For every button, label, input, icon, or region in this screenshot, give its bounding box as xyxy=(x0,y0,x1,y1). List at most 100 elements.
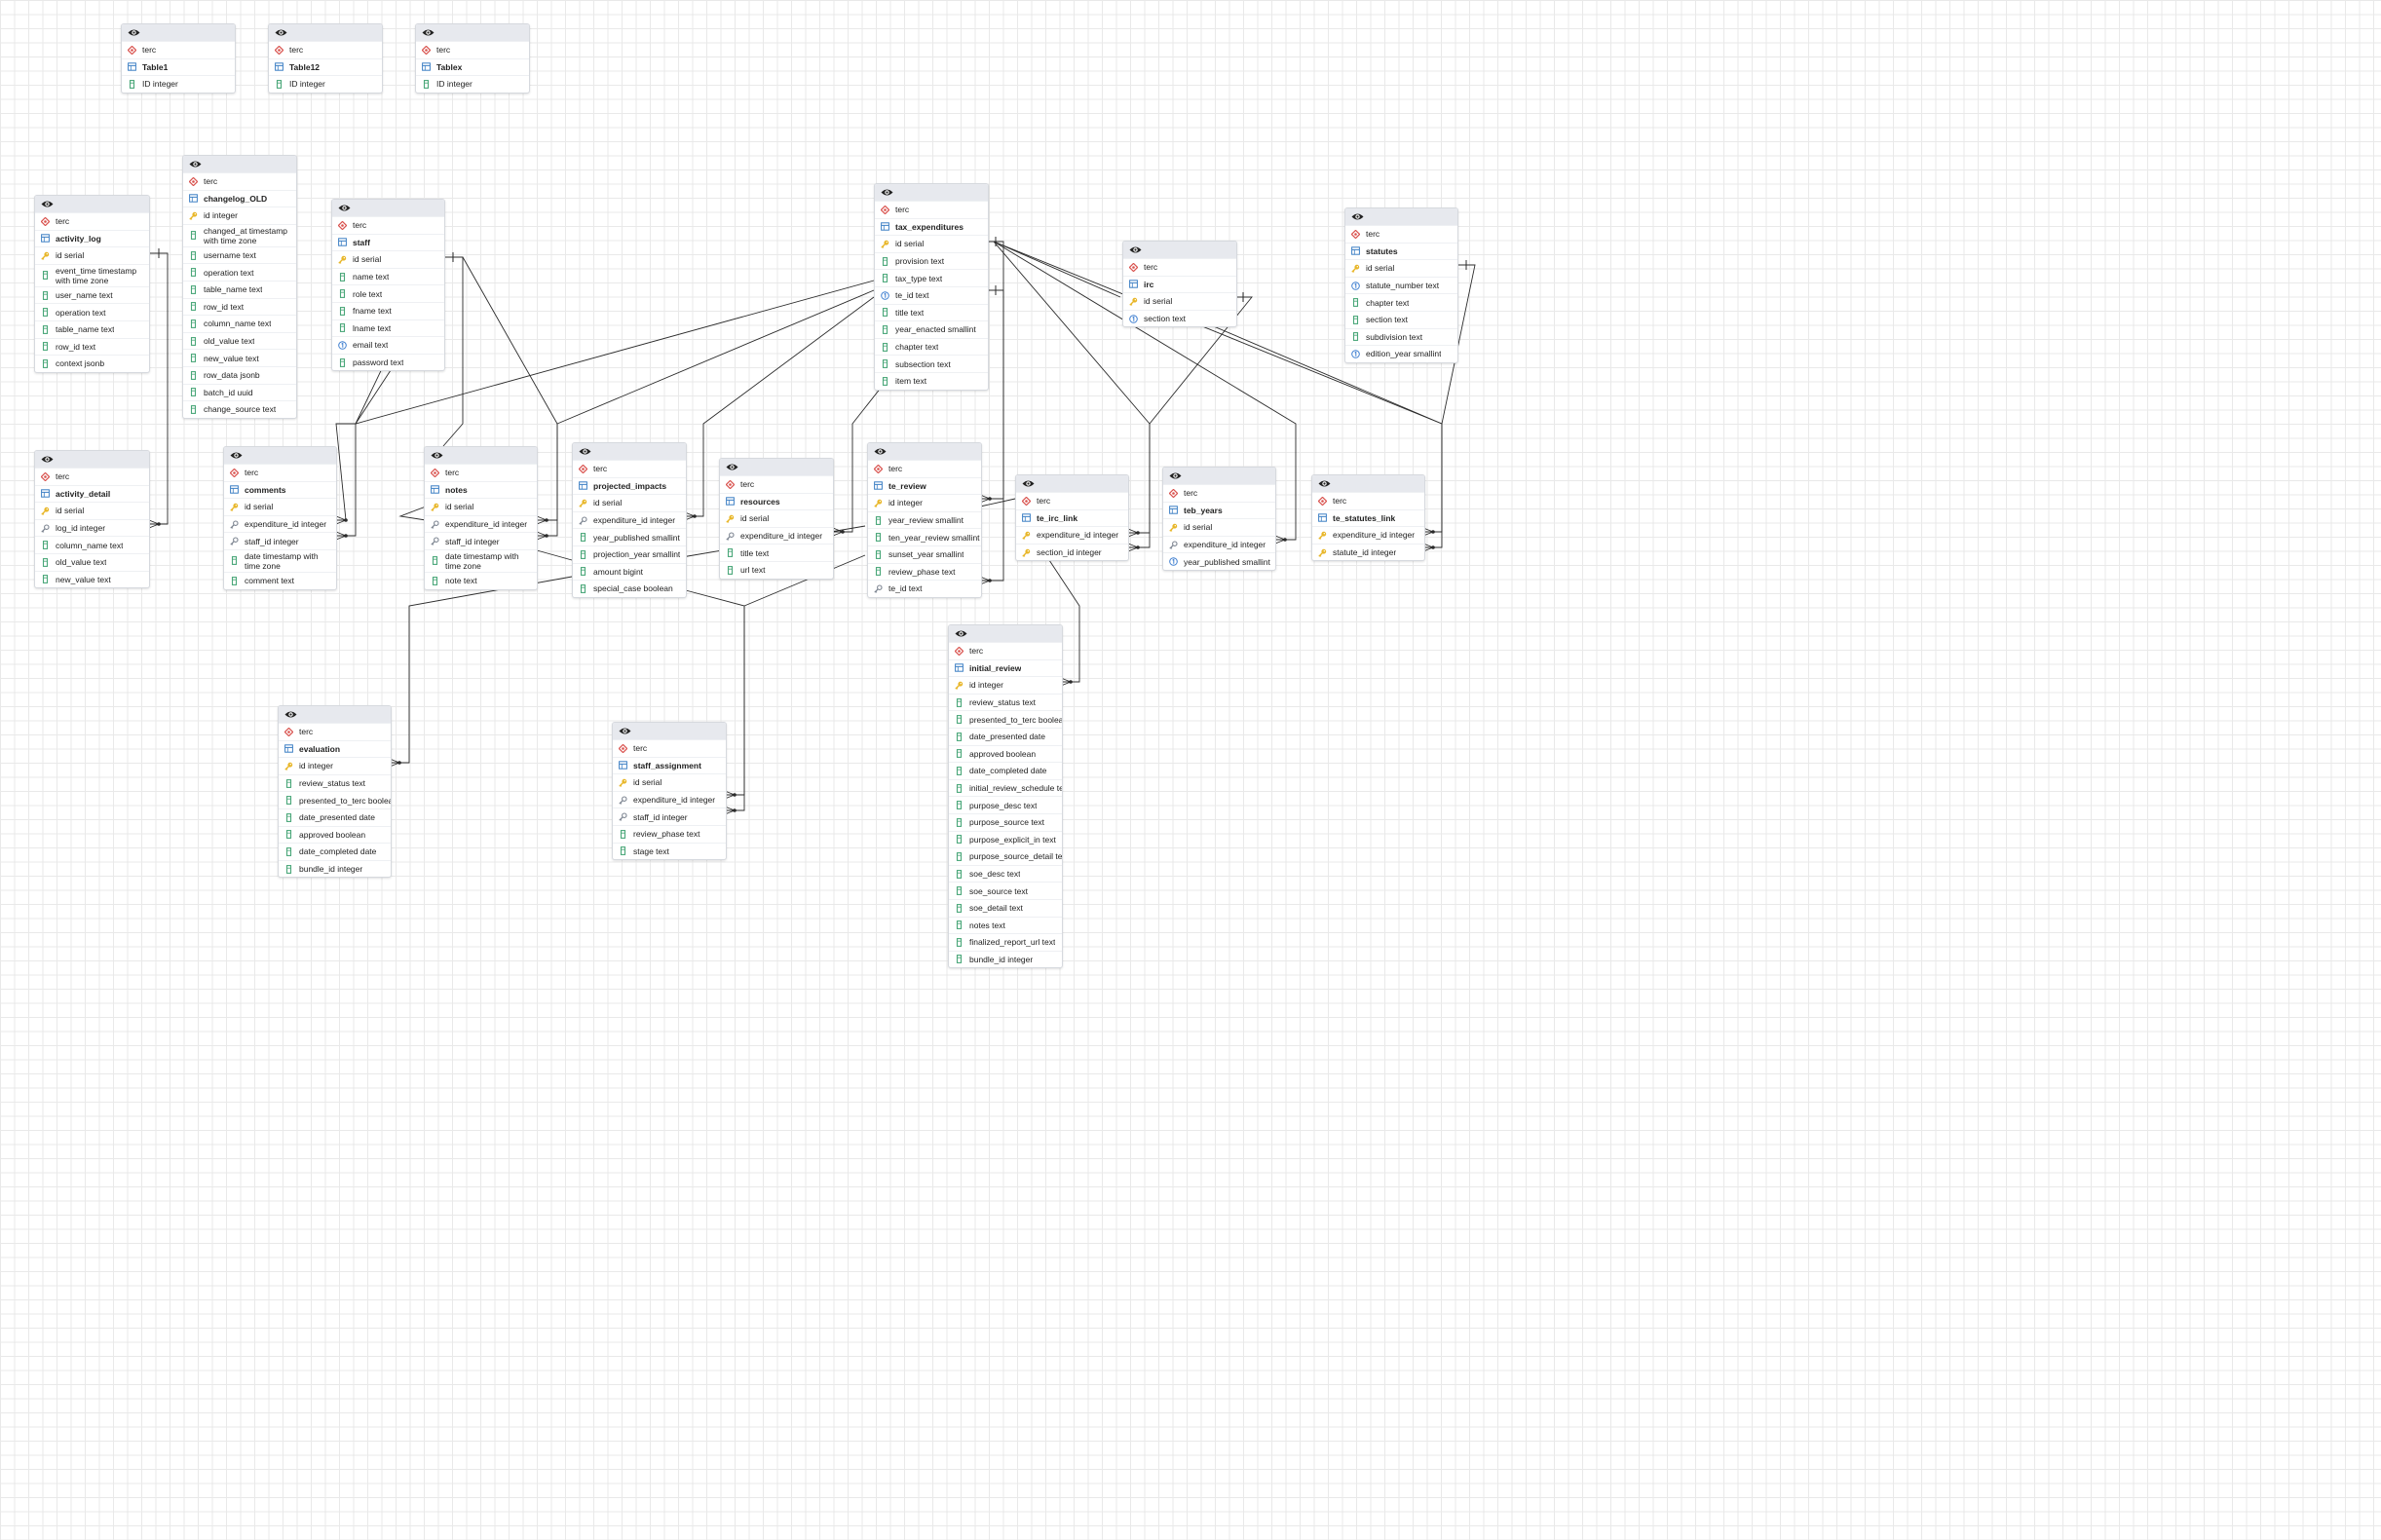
table-name-row[interactable]: comments xyxy=(224,480,336,499)
column-row[interactable]: year_published smallint xyxy=(573,528,686,545)
column-row[interactable]: table_name text xyxy=(35,319,149,338)
column-row[interactable]: staff_id integer xyxy=(613,808,726,825)
column-row[interactable]: purpose_desc text xyxy=(949,796,1062,813)
column-row[interactable]: role text xyxy=(332,284,444,302)
eye-icon[interactable] xyxy=(431,450,443,461)
eye-icon[interactable] xyxy=(128,27,140,38)
table-name-row[interactable]: irc xyxy=(1123,275,1236,293)
table-name-row[interactable]: resources xyxy=(720,492,833,510)
column-row[interactable]: purpose_source_detail text xyxy=(949,847,1062,865)
column-row[interactable]: expenditure_id integer xyxy=(573,510,686,529)
column-row[interactable]: id integer xyxy=(183,207,296,224)
column-row[interactable]: column_name text xyxy=(35,536,149,553)
column-row[interactable]: purpose_source text xyxy=(949,812,1062,831)
column-row[interactable]: year_enacted smallint xyxy=(875,320,988,338)
table-name-row[interactable]: activity_detail xyxy=(35,484,149,503)
column-row[interactable]: notes text xyxy=(949,916,1062,934)
column-row[interactable]: password text xyxy=(332,353,444,371)
column-row[interactable]: comment text xyxy=(224,571,336,589)
column-row[interactable]: row_data jsonb xyxy=(183,365,296,384)
column-row[interactable]: note text xyxy=(425,571,537,589)
column-row[interactable]: soe_detail text xyxy=(949,898,1062,917)
table-name-row[interactable]: initial_review xyxy=(949,658,1062,677)
table-header[interactable] xyxy=(269,24,382,41)
column-row[interactable]: finalized_report_url text xyxy=(949,933,1062,951)
table-name-row[interactable]: statutes xyxy=(1345,242,1457,260)
column-row[interactable]: te_id text xyxy=(875,285,988,304)
column-row[interactable]: expenditure_id integer xyxy=(1163,535,1275,553)
table-name-row[interactable]: projected_impacts xyxy=(573,476,686,495)
column-row[interactable]: lname text xyxy=(332,319,444,337)
eye-icon[interactable] xyxy=(1169,470,1182,481)
column-row[interactable]: soe_source text xyxy=(949,882,1062,899)
column-row[interactable]: id serial xyxy=(1163,518,1275,536)
column-row[interactable]: date_presented date xyxy=(949,727,1062,745)
column-row[interactable]: date_completed date xyxy=(949,762,1062,779)
column-row[interactable]: review_status text xyxy=(949,693,1062,711)
eye-icon[interactable] xyxy=(726,462,738,472)
eye-icon[interactable] xyxy=(1022,478,1035,489)
column-row[interactable]: stage text xyxy=(613,842,726,860)
column-row[interactable]: operation text xyxy=(183,263,296,281)
table-name-row[interactable]: teb_years xyxy=(1163,501,1275,519)
eye-icon[interactable] xyxy=(284,709,297,720)
column-row[interactable]: expenditure_id integer xyxy=(224,514,336,533)
column-row[interactable]: year_published smallint xyxy=(1163,552,1275,570)
eye-icon[interactable] xyxy=(881,187,893,198)
table-name-row[interactable]: staff_assignment xyxy=(613,756,726,774)
table-header[interactable] xyxy=(1312,475,1424,492)
table-name-row[interactable]: Table1 xyxy=(122,57,235,76)
column-row[interactable]: expenditure_id integer xyxy=(425,514,537,533)
column-row[interactable]: id integer xyxy=(868,494,981,511)
column-row[interactable]: old_value text xyxy=(183,331,296,350)
column-row[interactable]: row_id text xyxy=(35,337,149,356)
column-row[interactable]: title text xyxy=(875,303,988,321)
eye-icon[interactable] xyxy=(41,454,54,465)
column-row[interactable]: item text xyxy=(875,371,988,390)
column-row[interactable]: ID integer xyxy=(416,75,529,93)
column-row[interactable]: column_name text xyxy=(183,315,296,332)
column-row[interactable]: id serial xyxy=(35,246,149,264)
column-row[interactable]: te_id text xyxy=(868,580,981,597)
column-row[interactable]: tax_type text xyxy=(875,269,988,286)
table-header[interactable] xyxy=(868,443,981,460)
column-row[interactable]: staff_id integer xyxy=(425,532,537,549)
column-row[interactable]: initial_review_schedule text xyxy=(949,778,1062,797)
column-row[interactable]: bundle_id integer xyxy=(279,859,391,878)
column-row[interactable]: id serial xyxy=(1345,259,1457,277)
column-row[interactable]: id serial xyxy=(332,250,444,268)
column-row[interactable]: approved boolean xyxy=(279,825,391,844)
table-header[interactable] xyxy=(183,156,296,172)
column-row[interactable]: date_presented date xyxy=(279,808,391,826)
column-row[interactable]: date timestamp with time zone xyxy=(425,548,537,572)
column-row[interactable]: purpose_explicit_in text xyxy=(949,830,1062,848)
table-name-row[interactable]: te_irc_link xyxy=(1016,508,1128,527)
column-row[interactable]: bundle_id integer xyxy=(949,950,1062,968)
column-row[interactable]: year_review smallint xyxy=(868,510,981,529)
column-row[interactable]: id serial xyxy=(425,498,537,515)
table-header[interactable] xyxy=(1163,468,1275,484)
column-row[interactable]: expenditure_id integer xyxy=(1016,526,1128,544)
column-row[interactable]: review_phase text xyxy=(613,824,726,843)
table-header[interactable] xyxy=(416,24,529,41)
table-name-row[interactable]: Tablex xyxy=(416,57,529,76)
table-header[interactable] xyxy=(224,447,336,464)
column-row[interactable]: date_completed date xyxy=(279,843,391,860)
column-row[interactable]: review_status text xyxy=(279,773,391,792)
column-row[interactable]: date timestamp with time zone xyxy=(224,548,336,572)
column-row[interactable]: special_case boolean xyxy=(573,580,686,597)
table-header[interactable] xyxy=(35,451,149,468)
table-header[interactable] xyxy=(35,196,149,212)
eye-icon[interactable] xyxy=(230,450,243,461)
table-header[interactable] xyxy=(1345,208,1457,225)
column-row[interactable]: ID integer xyxy=(122,75,235,93)
column-row[interactable]: sunset_year smallint xyxy=(868,545,981,563)
